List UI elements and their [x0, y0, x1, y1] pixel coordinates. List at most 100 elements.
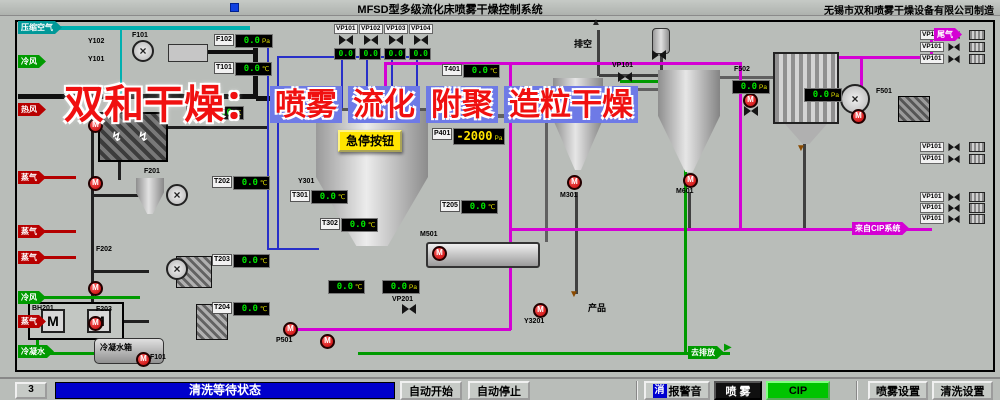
display-tag: T201: [186, 106, 206, 118]
motor-icon[interactable]: M: [88, 176, 103, 191]
equipment-tag: Y102: [88, 38, 105, 45]
motor-icon[interactable]: M: [88, 316, 103, 331]
pipe: [575, 192, 578, 294]
valve-icon[interactable]: [948, 55, 960, 64]
valve-icon[interactable]: [744, 106, 758, 117]
display-value: 0.0: [215, 108, 232, 118]
valve-tag: VP101: [920, 214, 944, 224]
valve-icon[interactable]: [948, 193, 960, 202]
manufacturer-label: 无锡市双和喷雾干燥设备有限公司制造: [824, 6, 994, 17]
motor-icon[interactable]: M: [136, 352, 151, 367]
valve-tag: VP103: [384, 24, 408, 34]
equipment-tag: 产品: [588, 303, 607, 313]
auto-stop-button[interactable]: 自动停止: [468, 381, 530, 400]
silencer-icon: [969, 42, 985, 52]
display-tag: T205: [440, 200, 460, 212]
flow-label: 热风: [18, 103, 46, 116]
valve-icon[interactable]: [948, 215, 960, 224]
motor-icon[interactable]: M: [432, 246, 447, 261]
valve-icon[interactable]: [948, 204, 960, 213]
silencer-icon: [969, 142, 985, 152]
equipment-tag: F202: [96, 246, 112, 253]
equipment-tag: VP101: [612, 62, 634, 69]
valve-icon[interactable]: [948, 143, 960, 152]
status-text: 清洗等待状态: [188, 383, 261, 397]
display-value: 0.0: [336, 282, 353, 292]
display-value: 0.0: [469, 202, 486, 212]
display-value: -2000: [456, 129, 493, 143]
motor-icon[interactable]: M: [567, 175, 582, 190]
display-readout: 0.0℃: [234, 62, 273, 76]
display-VP103: 0.0: [384, 48, 406, 60]
spray-button[interactable]: 喷 雾: [714, 381, 762, 400]
display-readout: 0.0℃: [462, 64, 501, 78]
flow-arrow-icon: ▶: [724, 342, 732, 353]
screen-number-button[interactable]: 3: [15, 382, 47, 399]
pipe: [384, 62, 387, 108]
valve-icon[interactable]: [389, 35, 403, 46]
auto-start-button[interactable]: 自动开始: [400, 381, 462, 400]
mute-alarm-button[interactable]: 消报警音: [644, 381, 710, 400]
clean-settings-button[interactable]: 清洗设置: [932, 381, 993, 400]
flow-label: 冷风: [18, 291, 46, 304]
pipe: [512, 228, 932, 231]
equipment-tag: F501: [876, 88, 892, 95]
valve-icon[interactable]: [948, 43, 960, 52]
valve-icon[interactable]: [402, 304, 416, 315]
pipe: [358, 352, 730, 355]
motor-icon[interactable]: M: [88, 281, 103, 296]
display-value: 0.0: [349, 220, 366, 230]
equipment-tag: M601: [676, 188, 694, 195]
valve-icon[interactable]: [339, 35, 353, 46]
display-value: 0.0℃: [328, 280, 366, 294]
pipe: [168, 126, 268, 129]
display-unit: Pa: [831, 92, 839, 99]
motor-icon[interactable]: M: [851, 109, 866, 124]
flow-arrow-icon: ▼: [569, 289, 579, 300]
motor-icon[interactable]: M: [683, 173, 698, 188]
valve-tag: VP101: [920, 54, 944, 64]
display-value: 0.0: [243, 36, 260, 46]
motor-icon[interactable]: M: [320, 334, 335, 349]
pipe: [838, 56, 932, 59]
flow-label: 去排放: [688, 346, 724, 359]
display-readout: 0.0℃: [340, 218, 379, 232]
display-tag: T401: [442, 64, 462, 76]
motor-icon[interactable]: M: [533, 303, 548, 318]
pipe: [91, 108, 94, 336]
pipe: [366, 58, 368, 110]
flow-label: 来自CIP系统: [852, 222, 909, 235]
flow-label: 蒸气: [18, 171, 46, 184]
valve-icon[interactable]: [618, 72, 632, 83]
display-unit: ℃: [233, 110, 242, 117]
pipe: [208, 50, 254, 54]
display-tag: T302: [320, 218, 340, 230]
display-tag: T202: [212, 176, 232, 188]
display-unit: ℃: [337, 194, 346, 201]
cip-button[interactable]: CIP: [766, 381, 830, 400]
motor-icon[interactable]: M: [88, 118, 103, 133]
valve-icon[interactable]: [414, 35, 428, 46]
pipe: [18, 94, 258, 99]
silencer-icon: [969, 192, 985, 202]
motor-icon[interactable]: M: [283, 322, 298, 337]
button-label: 喷雾设置: [876, 385, 920, 398]
emergency-stop-button[interactable]: 急停按钮: [338, 130, 402, 152]
display-unit: Pa: [409, 284, 417, 291]
pipe: [18, 26, 250, 30]
valve-icon[interactable]: [364, 35, 378, 46]
pipe: [688, 192, 691, 228]
spray-settings-button[interactable]: 喷雾设置: [868, 381, 928, 400]
valve-icon[interactable]: [652, 50, 666, 61]
valve-icon[interactable]: [948, 155, 960, 164]
display-readout: 0.0℃: [460, 200, 499, 214]
button-label: CIP: [788, 384, 808, 397]
